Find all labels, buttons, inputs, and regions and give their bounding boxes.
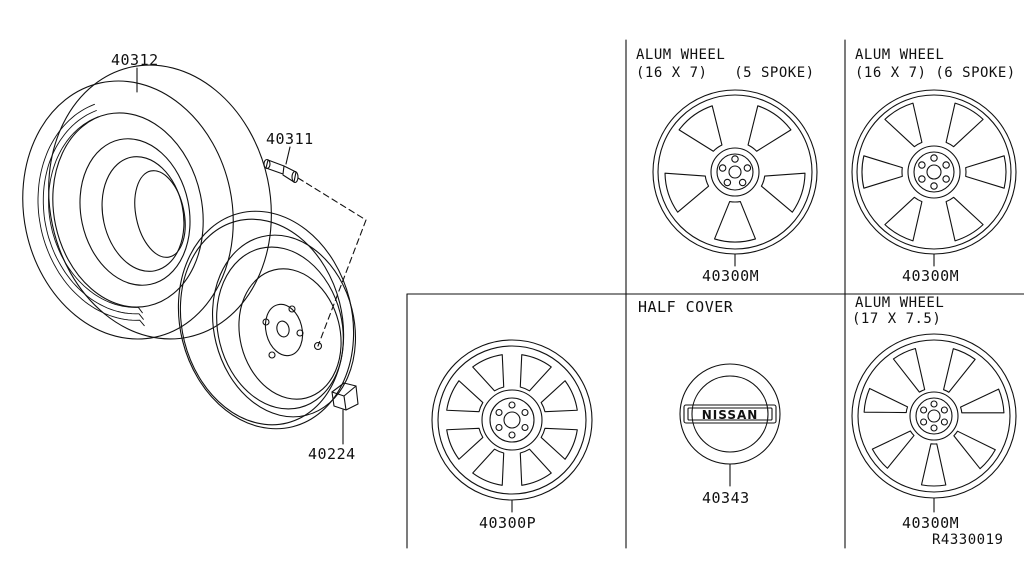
spoke-window: [447, 381, 483, 412]
spoke-window: [748, 106, 791, 151]
spoke-window: [761, 173, 805, 212]
spoke-window: [864, 388, 907, 412]
panel-6spoke-size: (16 X 7) (6 SPOKE): [855, 65, 1016, 81]
panel-5spoke-title: ALUM WHEEL: [636, 47, 726, 63]
tread-pattern: [38, 104, 144, 325]
part-number-alum-5spoke: 40300M: [702, 267, 760, 285]
lug-hole: [943, 176, 949, 182]
spoke-window: [961, 389, 1004, 413]
lug-hole: [724, 179, 730, 185]
lug-hole: [931, 183, 937, 189]
spoke-window: [872, 431, 914, 468]
spoke-window: [520, 355, 551, 391]
spoke-window: [954, 431, 995, 469]
spoke-window: [944, 349, 976, 393]
spoke-window: [473, 449, 504, 485]
lug-hole: [941, 407, 947, 413]
tread-pattern: [49, 117, 143, 313]
part-number-alum-17in: 40300M: [902, 514, 960, 532]
tire-drawing: [0, 44, 296, 360]
part-number-cap: 40343: [702, 489, 750, 507]
spoke-window: [665, 173, 709, 212]
valve-drawing: [264, 160, 298, 183]
lug-hole: [509, 402, 515, 408]
spoke-window: [946, 103, 983, 147]
diagram-reference-number: R4330019: [932, 532, 1004, 548]
panel-17in-title: ALUM WHEEL: [855, 295, 945, 311]
panel-dividers: [407, 40, 1024, 548]
spoke-window: [447, 428, 483, 459]
spoke-window: [473, 355, 504, 391]
steel-wheel-front-drawing: [432, 340, 592, 500]
lug-hole: [739, 179, 745, 185]
spoke-window: [966, 156, 1006, 188]
lug-hole: [522, 425, 528, 431]
lug-hole: [919, 176, 925, 182]
part-number-steel-wheel: 40300P: [479, 514, 537, 532]
lug-hole: [522, 410, 528, 416]
alum-wheel-5spoke-drawing: [653, 90, 817, 254]
lug-hole: [496, 410, 502, 416]
part-number-tire: 40312: [111, 51, 159, 69]
spoke-window: [922, 444, 946, 486]
spoke-window: [946, 197, 983, 241]
lug-hole: [931, 155, 937, 161]
lug-hole: [921, 419, 927, 425]
lug-hole: [496, 425, 502, 431]
nut-drawing: [332, 383, 358, 410]
lug-hole: [921, 407, 927, 413]
valve-dashed-guide: [298, 178, 366, 346]
spoke-window: [862, 156, 902, 188]
panel-6spoke-title: ALUM WHEEL: [855, 47, 945, 63]
spoke-window: [679, 106, 722, 151]
alum-wheel-17in-drawing: [852, 334, 1016, 498]
tread-pattern: [43, 111, 143, 320]
lug-hole: [719, 165, 725, 171]
lug-hole: [509, 432, 515, 438]
part-number-valve: 40311: [266, 130, 314, 148]
part-number-nut: 40224: [308, 445, 356, 463]
lug-hole: [931, 401, 937, 407]
spoke-window: [885, 103, 922, 147]
spoke-window: [893, 349, 924, 393]
spoke-window: [541, 428, 577, 459]
part-number-alum-6spoke: 40300M: [902, 267, 960, 285]
panel-17in-size: (17 X 7.5): [852, 311, 942, 327]
panel-half-cover-title: HALF COVER: [638, 298, 734, 316]
alum-wheel-6spoke-drawing: [852, 90, 1016, 254]
valve-leader: [286, 147, 290, 164]
spoke-window: [715, 202, 756, 242]
lug-hole: [744, 165, 750, 171]
panel-5spoke-size: (16 X 7) (5 SPOKE): [636, 65, 815, 81]
cap-logo-text: NISSAN: [702, 408, 759, 422]
steel-wheel-drawing: [156, 192, 376, 447]
lug-hole: [943, 162, 949, 168]
lug-hole: [931, 425, 937, 431]
spoke-window: [541, 381, 577, 412]
lug-hole: [919, 162, 925, 168]
lug-hole: [941, 419, 947, 425]
spoke-window: [520, 449, 551, 485]
spoke-window: [885, 197, 922, 241]
lug-hole: [732, 156, 738, 162]
